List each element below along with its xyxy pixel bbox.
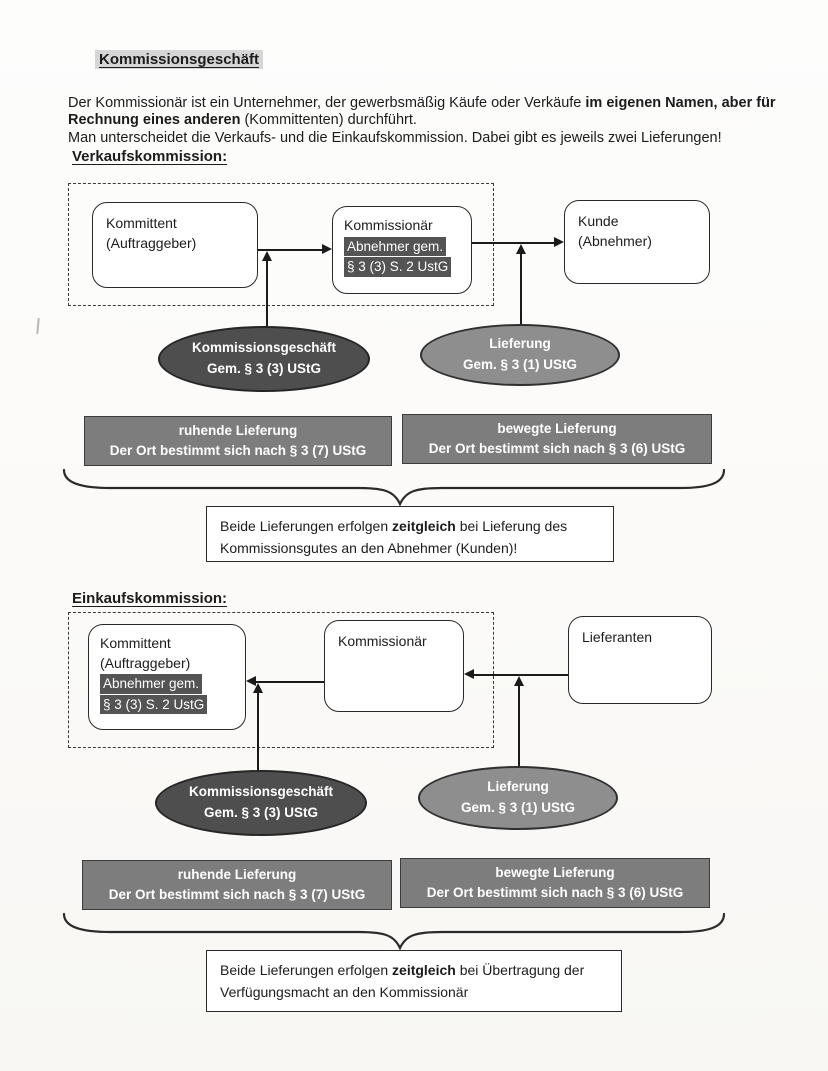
bar-label: Der Ort bestimmt sich nach § 3 (6) UStG	[428, 441, 686, 456]
intro-text: (Kommittenten) durchführt.	[240, 112, 417, 128]
section-title-einkaufskommission: Einkaufskommission:	[72, 590, 228, 607]
ellipse-label: Gem. § 3 (1) UStG	[460, 800, 576, 815]
curly-brace-icon	[62, 912, 726, 951]
box-label: (Auftraggeber)	[100, 654, 191, 671]
bar-ruhende-lieferung-einkauf: ruhende Lieferung Der Ort bestimmt sich …	[82, 860, 392, 910]
connector-line	[472, 242, 556, 244]
ellipse-label: Gem. § 3 (1) UStG	[462, 357, 578, 372]
bar-bewegte-lieferung-verkauf: bewegte Lieferung Der Ort bestimmt sich …	[402, 414, 712, 464]
arrow-up-icon	[514, 676, 524, 686]
box-lieferanten: Lieferanten	[568, 616, 712, 704]
box-label: (Abnehmer)	[578, 232, 652, 249]
box-kommittent-verkauf: Kommittent (Auftraggeber)	[92, 202, 258, 288]
ellipse-kommissionsgeschaeft-verkauf: Kommissionsgeschäft Gem. § 3 (3) UStG	[158, 326, 370, 392]
page-title: Kommissionsgeschäft	[95, 50, 264, 69]
arrow-up-icon	[516, 244, 526, 254]
ellipse-label: Gem. § 3 (3) UStG	[206, 361, 322, 376]
intro-text: Man unterscheidet die Verkaufs- und die …	[68, 129, 722, 146]
ellipse-lieferung-einkauf: Lieferung Gem. § 3 (1) UStG	[418, 766, 618, 830]
connector-line	[518, 684, 520, 770]
note-box-verkauf: Beide Lieferungen erfolgen zeitgleich be…	[206, 506, 614, 562]
pen-mark	[36, 317, 40, 335]
note-text-bold: zeitgleich	[392, 518, 456, 534]
ellipse-label: Lieferung	[487, 779, 549, 795]
arrow-left-icon	[464, 669, 474, 679]
ellipse-label: Kommissionsgeschäft	[188, 784, 334, 800]
ellipse-label: Lieferung	[489, 336, 551, 352]
bar-ruhende-lieferung-verkauf: ruhende Lieferung Der Ort bestimmt sich …	[84, 416, 392, 466]
ellipse-kommissionsgeschaeft-einkauf: Kommissionsgeschäft Gem. § 3 (3) UStG	[155, 770, 367, 836]
bar-label: Der Ort bestimmt sich nach § 3 (7) UStG	[109, 443, 367, 458]
section-title-verkaufskommission: Verkaufskommission:	[72, 148, 228, 165]
bar-label: ruhende Lieferung	[177, 866, 297, 882]
connector-line	[520, 252, 522, 328]
highlighted-label: § 3 (3) S. 2 UstG	[344, 257, 452, 277]
note-text: Beide Lieferungen erfolgen	[220, 518, 393, 534]
box-label: Kommittent	[100, 635, 171, 651]
highlighted-label: Abnehmer gem.	[344, 236, 447, 257]
connector-line	[257, 691, 259, 775]
box-label: Kommittent	[106, 215, 177, 231]
box-kommissionaer-einkauf: Kommissionär	[324, 620, 464, 712]
note-text: Beide Lieferungen erfolgen	[220, 962, 393, 978]
bar-label: bewegte Lieferung	[495, 864, 615, 880]
intro-text-bold: im eigenen Namen, aber für Rechnung eine…	[68, 94, 776, 129]
ellipse-label: Gem. § 3 (3) UStG	[203, 805, 319, 820]
ellipse-label: Kommissionsgeschäft	[191, 340, 337, 356]
box-label: Kommissionär	[338, 633, 427, 649]
highlighted-label: Abnehmer gem.	[100, 674, 203, 694]
arrow-left-icon	[246, 676, 256, 686]
bar-label: Der Ort bestimmt sich nach § 3 (6) UStG	[426, 885, 684, 900]
note-text-bold: zeitgleich	[392, 962, 456, 978]
arrow-up-icon	[253, 683, 263, 693]
box-label: Lieferanten	[582, 629, 653, 645]
ellipse-lieferung-verkauf: Lieferung Gem. § 3 (1) UStG	[420, 324, 620, 386]
connector-line	[258, 249, 324, 251]
bar-label: Der Ort bestimmt sich nach § 3 (7) UStG	[108, 887, 366, 902]
curly-brace-icon	[62, 468, 726, 507]
arrow-right-icon	[322, 244, 332, 254]
box-kommittent-einkauf: Kommittent (Auftraggeber) Abnehmer gem. …	[88, 624, 246, 730]
intro-text: Der Kommissionär ist ein Unternehmer, de…	[68, 94, 586, 111]
box-kunde: Kunde (Abnehmer)	[564, 200, 710, 284]
dashed-group-einkauf	[68, 612, 494, 748]
box-kommissionaer-verkauf: Kommissionär Abnehmer gem. § 3 (3) S. 2 …	[332, 206, 472, 294]
bar-label: ruhende Lieferung	[178, 422, 298, 438]
box-label: Kunde	[578, 213, 619, 229]
arrow-up-icon	[262, 251, 272, 261]
highlighted-label: § 3 (3) S. 2 UstG	[100, 694, 208, 715]
box-label: Kommissionär	[344, 217, 433, 233]
dashed-group-verkauf	[68, 183, 494, 306]
note-text: bei Übertragung der Verfügungsmacht an d…	[220, 962, 585, 1000]
arrow-right-icon	[554, 237, 564, 247]
connector-line	[472, 674, 568, 676]
box-label: (Auftraggeber)	[106, 234, 197, 251]
bar-bewegte-lieferung-einkauf: bewegte Lieferung Der Ort bestimmt sich …	[400, 858, 710, 908]
note-box-einkauf: Beide Lieferungen erfolgen zeitgleich be…	[206, 950, 622, 1012]
note-text: bei Lieferung des Kommissionsgutes an de…	[220, 518, 568, 556]
connector-line	[266, 259, 268, 330]
intro-paragraph: Der Kommissionär ist ein Unternehmer, de…	[68, 95, 780, 148]
bar-label: bewegte Lieferung	[497, 420, 617, 436]
connector-line	[254, 681, 324, 683]
